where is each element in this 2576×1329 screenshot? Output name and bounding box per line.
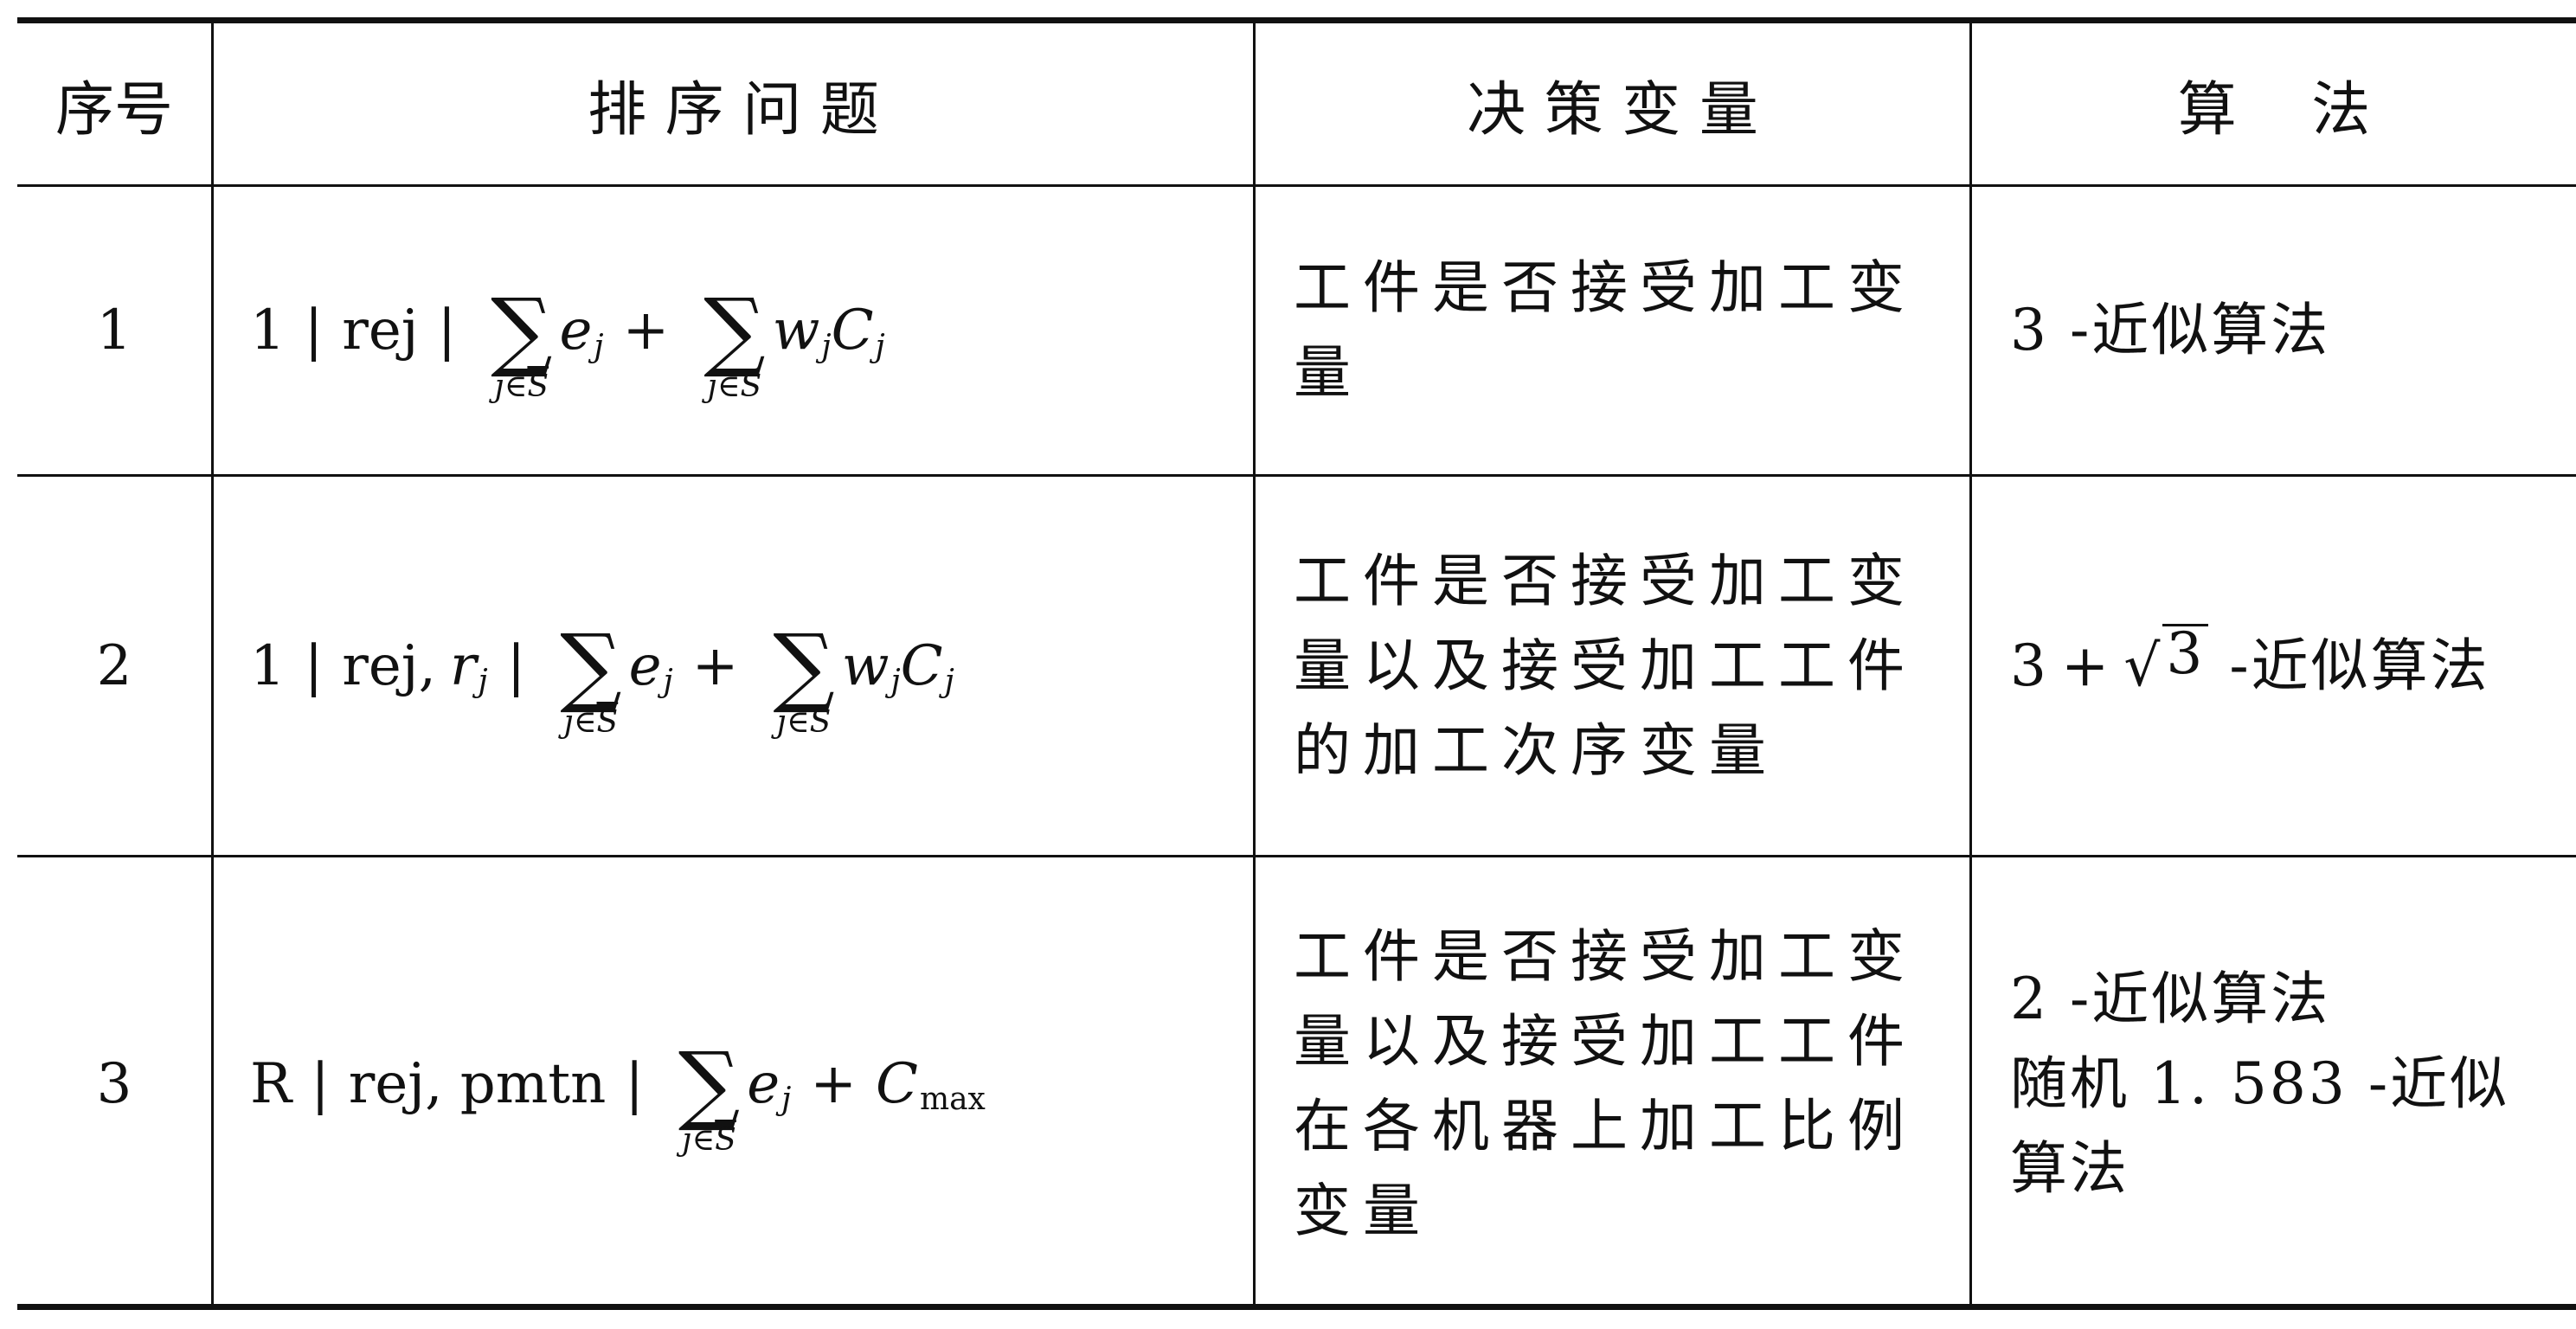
scheduling-table: 序号 排 序 问 题 决 策 变 量 算 法 1 1 | rej | ∑ j∈S… (17, 17, 2576, 1310)
sum-symbol: ∑ j∈S (491, 279, 553, 404)
row-divider (17, 855, 2576, 857)
column-divider (1969, 23, 1972, 1304)
row-2-algorithm: 3 + √3 -近似算法 (1972, 477, 2576, 855)
sum-symbol: ∑ j∈S (773, 614, 835, 740)
header-problem: 排 序 问 题 (588, 75, 879, 144)
sum-symbol: ∑ j∈S (560, 614, 622, 740)
sum-symbol: ∑ j∈S (678, 1032, 741, 1158)
row-1-decision: 工件是否接受加工变量 (1294, 254, 1917, 406)
row-2-no: 2 (96, 633, 132, 698)
header-no: 序号 (55, 75, 173, 144)
row-3-algorithm: 2 -近似算法 随机 1. 583 -近似 算法 (2010, 965, 2510, 1202)
row-3-no: 3 (96, 1051, 132, 1116)
row-2-decision: 工件是否接受加工变量以及接受加工工件的加工次序变量 (1294, 547, 1917, 784)
row-1-no: 1 (96, 299, 132, 363)
column-divider (211, 23, 214, 1304)
row-divider (17, 474, 2576, 477)
column-divider (1253, 23, 1256, 1304)
sum-symbol: ∑ j∈S (703, 279, 766, 404)
header-decision: 决 策 变 量 (1467, 75, 1758, 144)
sqrt-symbol: √3 (2123, 623, 2209, 709)
row-1-algorithm: 3 -近似算法 (2010, 297, 2331, 363)
header-algorithm: 算 法 (2177, 75, 2371, 144)
header-divider (17, 184, 2576, 187)
row-3-decision: 工件是否接受加工变量以及接受加工工件在各机器上加工比例变量 (1294, 922, 1917, 1244)
